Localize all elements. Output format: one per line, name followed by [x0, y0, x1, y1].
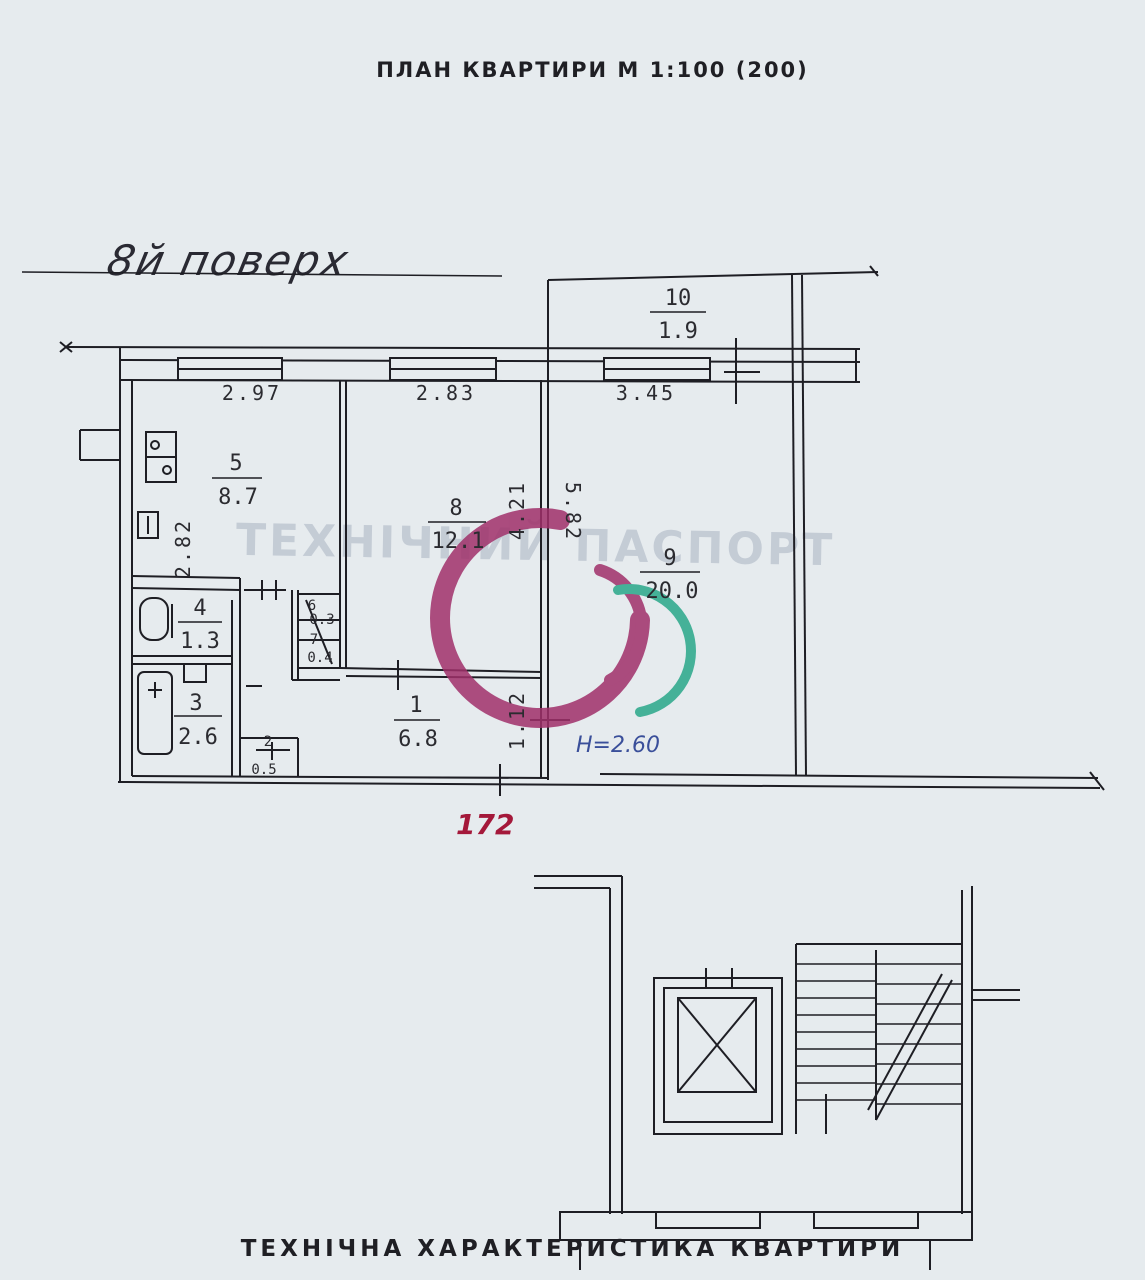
room-area: 8.7 [218, 485, 258, 510]
room-number: 5 [229, 451, 242, 476]
dimension-labels: 2.97 2.83 3.45 2.82 4.21 5.82 1.12 [171, 381, 676, 750]
stairwell-plan [534, 875, 1020, 1270]
dimension-label: 2.97 [222, 381, 282, 405]
room-area: 1.3 [180, 629, 220, 654]
plan-title: ПЛАН КВАРТИРИ М 1:100 (200) [376, 58, 809, 82]
room-area: 20.0 [646, 579, 699, 604]
room-area: 0.5 [251, 762, 276, 778]
stair-treads [796, 963, 962, 1105]
room-number: 9 [663, 546, 676, 571]
room-number: 7 [310, 632, 318, 648]
room-number: 8 [449, 496, 462, 521]
dimension-label: 2.83 [416, 381, 476, 405]
floor-label-underline [21, 271, 503, 277]
ceiling-height-note: H=2.60 [576, 733, 660, 758]
room-area: 12.1 [432, 529, 485, 554]
dimension-label: 5.82 [561, 482, 585, 542]
room-number: 2 [264, 734, 272, 750]
walls [59, 265, 1105, 796]
technical-characteristics-title: ТЕХНІЧНА ХАРАКТЕРИСТИКА КВАРТИРИ [240, 1236, 905, 1262]
dimension-label: 4.21 [505, 480, 529, 540]
total-area-note: 172 [456, 808, 515, 841]
small-room-labels: 6 0.3 7 0.4 2 0.5 [251, 598, 334, 778]
room-number: 6 [308, 598, 316, 614]
room-area: 2.6 [178, 725, 218, 750]
room-area: 0.3 [309, 612, 334, 628]
room-number: 3 [189, 691, 202, 716]
room-labels: 10 1.9 5 8.7 8 12.1 9 20.0 4 1.3 3 2.6 1… [174, 286, 706, 752]
dimension-label: 2.82 [171, 518, 195, 578]
room-number: 4 [193, 596, 206, 621]
room-area: 0.4 [307, 650, 332, 666]
agency-logo [430, 508, 696, 728]
dimension-label: 3.45 [616, 381, 676, 405]
room-number: 10 [665, 286, 692, 311]
dimension-label: 1.12 [505, 690, 529, 750]
room-number: 1 [409, 693, 422, 718]
room-area: 1.9 [658, 319, 698, 344]
room-area: 6.8 [398, 727, 438, 752]
